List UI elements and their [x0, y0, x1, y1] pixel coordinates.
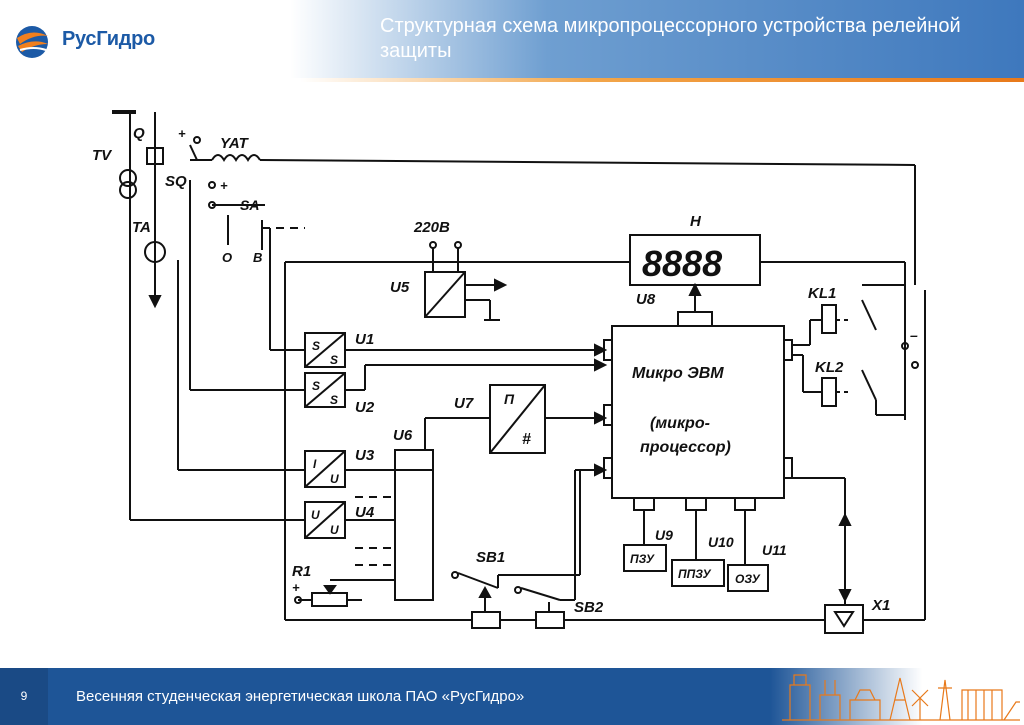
svg-text:П: П [504, 391, 515, 407]
svg-text:S: S [330, 393, 338, 407]
label-x1: X1 [871, 597, 890, 614]
label-u2: U2 [355, 399, 375, 416]
label-u7: U7 [454, 395, 474, 412]
label-q: Q [133, 125, 145, 142]
label-sq: SQ [165, 173, 187, 190]
label-sa-off: О [222, 250, 232, 265]
tv-coil-icon [119, 169, 137, 187]
brand-name: РусГидро [62, 28, 155, 50]
svg-text:ППЗУ: ППЗУ [678, 567, 712, 581]
label-u11: U11 [762, 542, 787, 558]
svg-text:U: U [330, 472, 339, 486]
arrow-icon [494, 278, 508, 292]
svg-text:ПЗУ: ПЗУ [630, 552, 655, 566]
sb2-button [535, 611, 565, 629]
label-kl2: KL2 [815, 359, 844, 376]
micro-subtitle-1: (микро- [650, 415, 710, 432]
u1-converter: S S [304, 332, 346, 368]
svg-text:U: U [330, 523, 339, 537]
ground-arrow-icon [148, 295, 162, 309]
label-u6: U6 [393, 427, 413, 444]
label-u3: U3 [355, 447, 375, 464]
footer-text: Весенняя студенческая энергетическая шко… [76, 688, 525, 705]
svg-text:S: S [312, 339, 320, 353]
label-tv: TV [92, 147, 113, 164]
footer-fade [770, 668, 1024, 725]
rushydro-logo: РусГидро [14, 22, 184, 62]
u3-converter: I U [304, 450, 346, 488]
kl1-relay-coil [821, 304, 837, 334]
svg-text:U: U [311, 508, 320, 522]
label-kl1: KL1 [808, 285, 836, 302]
label-u1: U1 [355, 331, 374, 348]
display-digits: 8888 [642, 243, 722, 284]
u4-converter: U U [304, 501, 346, 539]
sb1-button [471, 611, 501, 629]
label-yat: YAT [220, 135, 250, 152]
x1-interface [824, 604, 864, 634]
svg-text:I: I [313, 457, 317, 471]
page-number: 9 [0, 668, 48, 725]
ozu-block [727, 564, 769, 592]
label-sa: SA [240, 197, 259, 213]
logo-globe-icon [16, 26, 48, 58]
header: РусГидро Структурная схема микропроцессо… [0, 0, 1024, 82]
label-220v: 220В [413, 219, 450, 236]
label-u4: U4 [355, 504, 375, 521]
hydro-skyline-icon [782, 674, 1020, 721]
svg-text:ОЗУ: ОЗУ [735, 572, 761, 586]
kl2-relay-coil [821, 377, 837, 407]
header-accent-stripe [300, 78, 1024, 82]
label-u5: U5 [390, 279, 410, 296]
svg-text:+: + [220, 178, 228, 193]
ppzu-block [671, 559, 725, 587]
label-h: H [690, 213, 702, 230]
ta-transformer-icon [144, 241, 166, 263]
micro-subtitle-2: процессор) [640, 439, 731, 456]
u5-power-supply [424, 271, 466, 318]
label-u8: U8 [636, 291, 656, 308]
svg-text:S: S [330, 353, 338, 367]
u6-multiplexer [394, 449, 434, 601]
tv-coil-icon [119, 181, 137, 199]
label-u10: U10 [708, 534, 734, 550]
label-sb2: SB2 [574, 599, 604, 616]
slide-title: Структурная схема микропроцессорного уст… [380, 15, 961, 62]
q-breaker-icon [146, 147, 164, 165]
relay-protection-diagram: TV Q SQ TA YAT + + SA О В 220В U5 S S [92, 110, 926, 634]
label-r1: R1 [292, 563, 311, 580]
u8-microcomputer [611, 325, 785, 499]
r1-resistor [311, 592, 348, 607]
u2-converter: S S [304, 372, 346, 408]
label-sa-on: В [253, 250, 262, 265]
micro-title: Микро ЭВМ [632, 365, 724, 382]
label-u9: U9 [655, 527, 673, 543]
svg-text:#: # [522, 431, 531, 448]
pzu-block [623, 544, 667, 572]
footer-bar: 9 Весенняя студенческая энергетическая ш… [0, 668, 1024, 725]
svg-text:+: + [292, 580, 300, 595]
svg-text:–: – [910, 327, 918, 343]
label-ta: TA [132, 219, 151, 236]
svg-text:+: + [178, 126, 186, 141]
header-band [290, 0, 1024, 78]
yat-coil-icon [211, 154, 261, 162]
x1-triangle-icon [833, 611, 855, 628]
svg-text:S: S [312, 379, 320, 393]
label-sb1: SB1 [476, 549, 505, 566]
